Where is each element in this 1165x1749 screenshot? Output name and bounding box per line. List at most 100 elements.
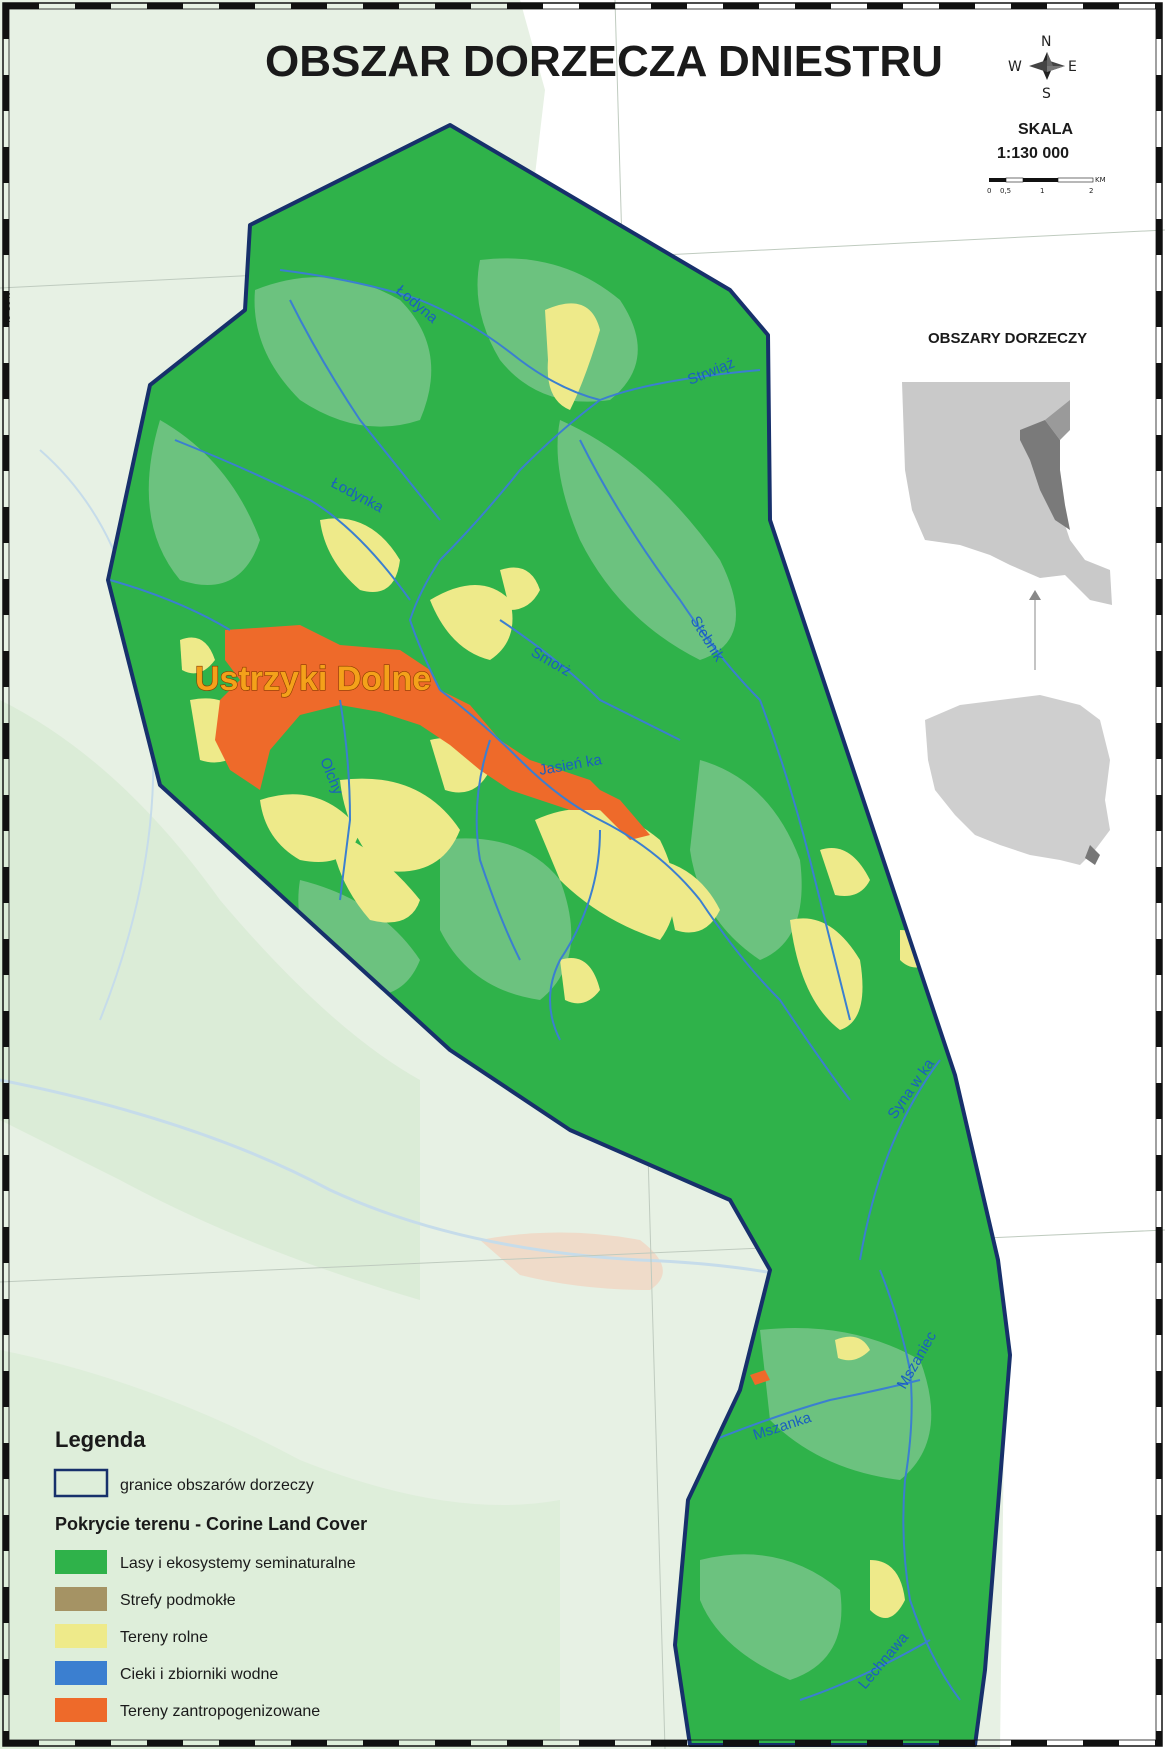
agriculture-patch (320, 518, 400, 592)
frame-tick (435, 3, 471, 9)
inset-dniestr-basin-part (1045, 400, 1070, 440)
scale-tick: 2 (1089, 187, 1093, 195)
frame-tick (1156, 1155, 1162, 1191)
frame-tick (147, 1740, 183, 1746)
frame-tick (3, 867, 9, 903)
frame-tick (1011, 1740, 1047, 1746)
legend-subtitle: Pokrycie terenu - Corine Land Cover (55, 1514, 367, 1534)
urban-area (750, 1370, 770, 1385)
agriculture-patch (330, 830, 420, 923)
map-frame (3, 3, 1162, 1746)
frame-tick (1156, 579, 1162, 615)
river-strwiaz (408, 399, 601, 691)
legend-item-label: Strefy podmokłe (120, 1592, 236, 1609)
frame-tick (651, 1740, 687, 1746)
scale-label: SKALA (1018, 121, 1074, 138)
river-stebnik (579, 439, 761, 701)
river-jasienka (439, 689, 701, 901)
frame-tick (1156, 1587, 1162, 1623)
compass-rose-icon: N S E W (1008, 34, 1077, 102)
legend-title: Legenda (55, 1427, 146, 1452)
frame-tick (939, 3, 975, 9)
frame-tick (1083, 1740, 1119, 1746)
frame-tick (867, 3, 903, 9)
frame-tick (1156, 1443, 1162, 1479)
inset-country-map (925, 695, 1110, 865)
frame-tick (363, 3, 399, 9)
frame-tick (3, 651, 9, 687)
mixed-forest-patch (254, 277, 432, 427)
agriculture-patch (660, 860, 720, 933)
legend-item-label: Tereny rolne (120, 1629, 208, 1646)
river-smorz (499, 619, 681, 741)
frame-tick (1156, 723, 1162, 759)
frame-tick (291, 3, 327, 9)
agriculture-patch (820, 848, 870, 896)
background-river (0, 1078, 881, 1302)
mixed-forest-patch (148, 420, 260, 585)
frame-tick (3, 1659, 9, 1695)
frame-tick (3, 3, 9, 39)
frame-tick (3, 579, 9, 615)
agriculture-patch (835, 1336, 870, 1361)
frame-tick (3, 435, 9, 471)
frame-tick (795, 1740, 831, 1746)
river-tributary (699, 899, 851, 1101)
inset-poland-shape (925, 695, 1110, 865)
river-tributary (109, 579, 231, 631)
frame-tick (579, 1740, 615, 1746)
frame-tick (1156, 795, 1162, 831)
frame-tick (1156, 1515, 1162, 1551)
frame-tick (1156, 75, 1162, 111)
frame-tick (1156, 939, 1162, 975)
frame-tick (1156, 147, 1162, 183)
basin-boundary (106, 123, 1012, 1747)
frame-tick (3, 291, 9, 327)
inset-title: OBSZARY DORZECZY (928, 330, 1087, 347)
river-lechnawa (799, 1639, 931, 1701)
river-lodyna (279, 269, 761, 402)
agriculture-patch (870, 1560, 905, 1618)
frame-tick (1156, 435, 1162, 471)
frame-tick (651, 3, 687, 9)
frame-tick (1156, 291, 1162, 327)
frame-tick (795, 3, 831, 9)
compass-north: N (1041, 34, 1051, 50)
frame-tick (507, 3, 543, 9)
frame-tick (3, 1587, 9, 1623)
scale-tick: 0,5 (1000, 187, 1011, 195)
frame-tick (1156, 507, 1162, 543)
river-tributary (289, 299, 441, 521)
town-label: Ustrzyki Dolne (195, 660, 431, 698)
frame-tick (3, 1227, 9, 1263)
agriculture-patch (535, 808, 675, 940)
map-frame-inner (8, 8, 1157, 1741)
frame-tick (3, 507, 9, 543)
frame-tick (3, 147, 9, 183)
inset-poland-detail (1085, 845, 1100, 865)
scale-ratio: 1:130 000 (997, 145, 1069, 162)
river-olchy (339, 699, 352, 901)
map-title: OBSZAR DORZECZA DNIESTRU (265, 37, 943, 86)
scale-unit: KM (1095, 176, 1106, 184)
agriculture-patch (560, 958, 600, 1004)
frame-tick (435, 1740, 471, 1746)
frame-tick (1083, 3, 1119, 9)
legend-swatch (55, 1698, 107, 1722)
frame-tick (1156, 1659, 1162, 1695)
mixed-forest-patch (760, 1328, 932, 1480)
scale-tick: 1 (1040, 187, 1044, 195)
frame-tick (723, 3, 759, 9)
frame-tick (867, 1740, 903, 1746)
frame-tick (3, 1731, 9, 1746)
inset-region-map (902, 382, 1112, 605)
legend-swatch (55, 1624, 107, 1648)
compass-east: E (1068, 59, 1077, 75)
frame-tick (3, 1740, 39, 1746)
inset-arrow-head-icon (1029, 590, 1041, 600)
background-forest-patch (0, 700, 420, 1300)
compass-west: W (1008, 59, 1022, 75)
frame-tick (3, 1515, 9, 1551)
